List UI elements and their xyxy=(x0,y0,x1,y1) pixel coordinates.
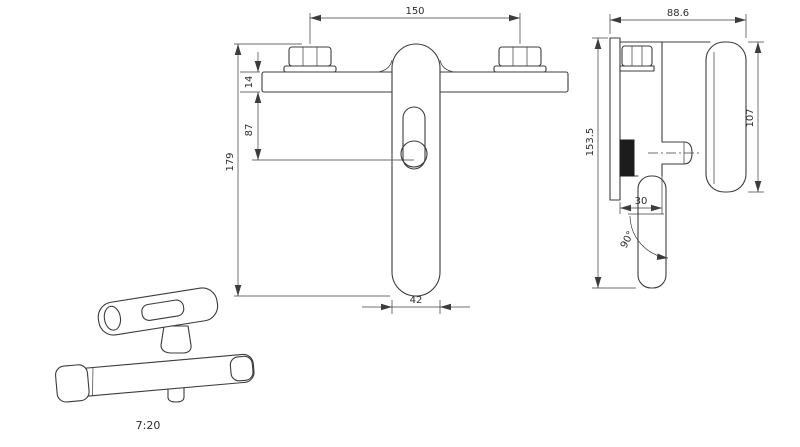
dim-handle-center-drop: 87 xyxy=(244,124,255,137)
left-nut xyxy=(283,46,337,73)
iso-crossbar xyxy=(55,353,255,403)
front-view xyxy=(261,43,569,297)
side-nut xyxy=(619,45,655,72)
faucet-body xyxy=(391,43,441,297)
body-fillet-left xyxy=(377,59,393,73)
iso-scale-label: 7:20 xyxy=(136,419,161,432)
dim-depth: 88.6 xyxy=(667,8,689,19)
diverter-knob xyxy=(648,141,702,165)
dim-plate-thickness: 14 xyxy=(244,76,255,89)
right-nut xyxy=(493,46,547,73)
dim-body-offset: 30 xyxy=(635,196,648,207)
dim-total-height: 179 xyxy=(225,152,236,171)
dim-handle-height: 107 xyxy=(745,108,756,127)
iso-view: 7:20 xyxy=(55,287,255,432)
dim-top-width: 150 xyxy=(405,6,424,17)
iso-handle xyxy=(97,287,219,336)
seal-block xyxy=(619,139,635,177)
front-view-dimensions: 150 14 87 179 42 xyxy=(225,6,521,314)
dim-outlet-angle: 90° xyxy=(619,229,637,250)
side-wall-plate xyxy=(609,37,621,201)
body-fillet-right xyxy=(439,59,455,73)
iso-cartridge xyxy=(160,325,192,354)
side-handle xyxy=(705,41,747,193)
iso-aerator xyxy=(167,385,185,403)
dim-body-width: 42 xyxy=(410,295,423,306)
side-outlet xyxy=(637,175,667,289)
side-view xyxy=(609,37,747,289)
dim-side-total-height: 153.5 xyxy=(585,128,596,157)
pivot-hole xyxy=(400,140,428,168)
handle-slot xyxy=(402,106,426,170)
